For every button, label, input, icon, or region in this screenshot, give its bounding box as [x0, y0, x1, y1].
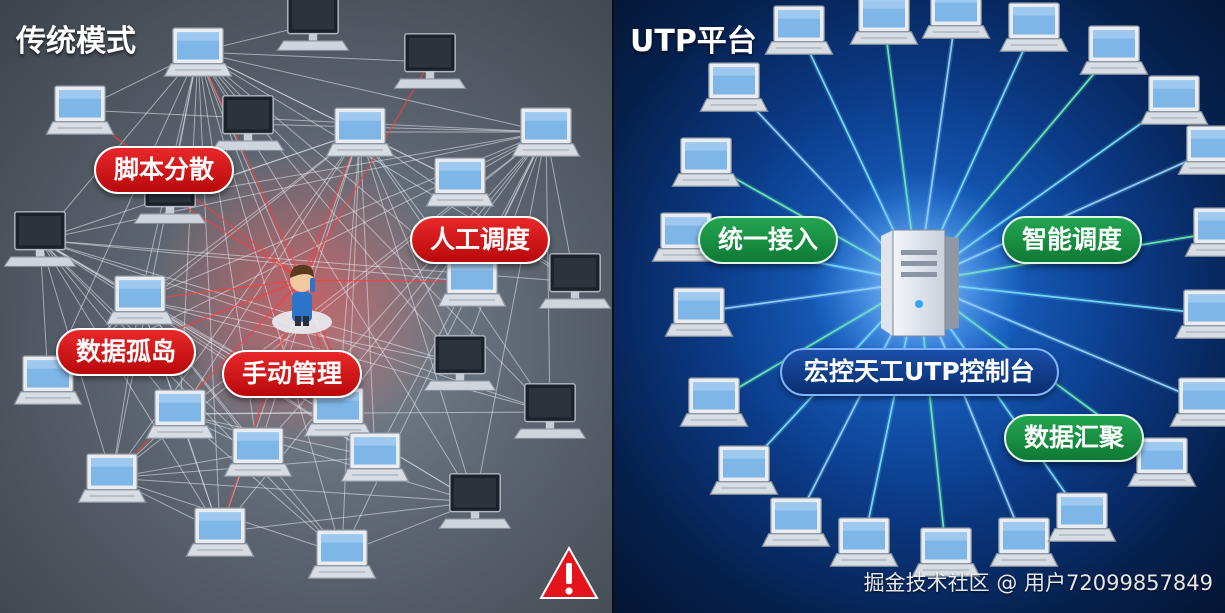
laptop-icon [340, 432, 410, 482]
laptop-icon [77, 453, 147, 503]
laptop-icon [1127, 437, 1197, 487]
laptop-icon [989, 517, 1059, 567]
utp-console-label: 宏控天工UTP控制台 [780, 348, 1059, 396]
laptop-icon [163, 27, 233, 77]
laptop-icon [223, 427, 293, 477]
server-icon [881, 229, 959, 337]
monitor-icon [513, 383, 587, 439]
laptop-icon [671, 137, 741, 187]
laptop-icon [829, 517, 899, 567]
monitor-icon [393, 33, 467, 89]
laptop-icon [185, 507, 255, 557]
manual-management-label: 手动管理 [222, 350, 363, 398]
laptop-icon [1169, 377, 1225, 427]
person-icon [272, 264, 332, 334]
laptop-icon [764, 5, 834, 55]
laptop-icon [325, 107, 395, 157]
script-scattered-label: 脚本分散 [94, 146, 235, 194]
monitor-icon [276, 0, 350, 51]
manual-dispatch-label: 人工调度 [410, 216, 551, 264]
watermark: 掘金技术社区 @ 用户72099857849 [863, 571, 1213, 595]
laptop-icon [761, 497, 831, 547]
laptop-icon [679, 377, 749, 427]
data-island-label: 数据孤岛 [56, 328, 197, 376]
smart-dispatch-label: 智能调度 [1002, 216, 1143, 264]
panel-divider [612, 0, 614, 613]
laptop-icon [105, 275, 175, 325]
laptop-icon [1047, 492, 1117, 542]
warning-icon [539, 545, 599, 599]
traditional-mode-title: 传统模式 [16, 24, 136, 59]
laptop-icon [145, 389, 215, 439]
laptop-icon [664, 287, 734, 337]
laptop-icon [1177, 125, 1225, 175]
laptop-icon [699, 62, 769, 112]
laptop-icon [849, 0, 919, 45]
star-network [651, 0, 1225, 577]
laptop-icon [45, 85, 115, 135]
mesh-network [3, 0, 612, 579]
data-aggregation-label: 数据汇聚 [1004, 414, 1145, 462]
monitor-icon [438, 473, 512, 529]
monitor-icon [3, 211, 77, 267]
monitor-icon [211, 95, 285, 151]
laptop-icon [425, 157, 495, 207]
laptop-icon [307, 529, 377, 579]
utp-platform-title: UTP平台 [630, 24, 757, 59]
laptop-icon [921, 0, 991, 39]
monitor-icon [538, 253, 612, 309]
laptop-icon [1174, 289, 1225, 339]
utp-platform-panel: UTP平台 统一接入 智能调度 宏控天工UTP控制台 数据汇聚 [614, 0, 1225, 613]
laptop-icon [1184, 207, 1225, 257]
laptop-icon [911, 527, 981, 577]
monitor-icon [423, 335, 497, 391]
laptop-icon [437, 257, 507, 307]
laptop-icon [511, 107, 581, 157]
laptop-icon [1139, 75, 1209, 125]
laptop-icon [999, 2, 1069, 52]
traditional-mode-panel: 传统模式 脚本分散 人工调度 数据孤岛 手动管理 [0, 0, 612, 613]
laptop-icon [1079, 25, 1149, 75]
unified-access-label: 统一接入 [698, 216, 839, 264]
laptop-icon [709, 445, 779, 495]
